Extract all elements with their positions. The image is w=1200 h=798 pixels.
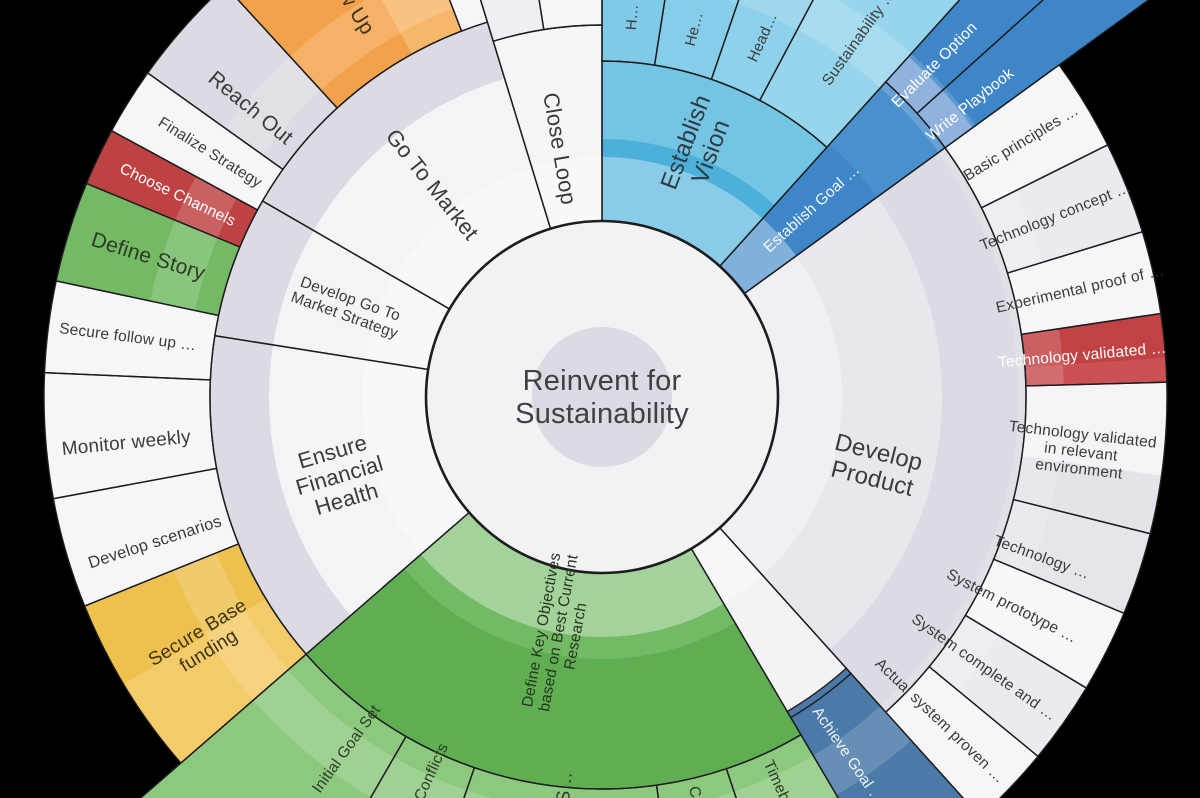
overlay-gtm-strategy-outer-band xyxy=(214,201,314,345)
wedge-outline-gtm-item-extra xyxy=(448,0,489,32)
wedge-close-loop[interactable] xyxy=(493,25,602,229)
wedge-trl-experimental-proof[interactable] xyxy=(1007,231,1161,335)
wedge-gtm-item-reach-out[interactable] xyxy=(147,0,338,170)
label-goal-item-s: S… xyxy=(552,770,576,798)
wedge-trl-basic-principles[interactable] xyxy=(945,64,1108,208)
wedge-close-loop-item-2[interactable] xyxy=(505,0,602,30)
wedge-trl-technology-demonstrated[interactable] xyxy=(993,499,1151,614)
wedge-outline-gtm-item-follow-up xyxy=(237,0,463,109)
wedge-gtm2-item-define-story[interactable] xyxy=(56,183,240,316)
wedge-gtm2-item-choose-channels[interactable] xyxy=(86,130,258,247)
wedge-outline-goal-item-initial-goal-set xyxy=(139,653,407,798)
overlay-funding-light-part xyxy=(123,598,307,764)
wedge-outline-close-loop-item-2 xyxy=(538,0,603,31)
wedge-trl-system-prototype[interactable] xyxy=(965,559,1124,688)
wedge-goal-item-initial-goal-set[interactable] xyxy=(134,654,406,798)
wedge-vision-item-head[interactable] xyxy=(711,0,893,101)
wedge-outline-goal-item-s xyxy=(463,766,660,798)
wedge-achieve-goal[interactable] xyxy=(787,668,1017,798)
wedge-fin-item-secure-follow-up[interactable] xyxy=(44,280,219,380)
wedge-outline-achieve-goal xyxy=(786,667,965,798)
center-blob-decoration xyxy=(532,327,672,467)
wedge-outline-vision-item-head xyxy=(710,0,814,102)
wedge-trl-system-complete[interactable] xyxy=(929,615,1087,757)
wedge-vision-item-sustainability[interactable] xyxy=(759,0,1017,148)
wedge-trl-actual-system-proven[interactable] xyxy=(885,666,1038,798)
wedge-fin-item-monitor-weekly[interactable] xyxy=(43,372,217,499)
svg-text:S…: S… xyxy=(552,770,576,798)
wedge-vision-item-h[interactable] xyxy=(602,0,699,66)
wedge-achieve-phase[interactable] xyxy=(691,527,851,718)
wedge-trl-technology-concept[interactable] xyxy=(981,144,1143,274)
wedge-close-loop-item-1[interactable] xyxy=(421,0,544,42)
overlay-objectives-inner-band xyxy=(404,512,735,660)
wedge-outline-vision-item-sustainability xyxy=(758,0,961,149)
wedge-outline-goal-item-conflicts xyxy=(369,735,476,798)
wedge-goal-item-write-playbook[interactable] xyxy=(917,0,1184,148)
wedge-goal-item-s[interactable] xyxy=(400,767,688,798)
wedge-gtm-item-finalize-strategy[interactable] xyxy=(111,72,283,210)
wedge-shade-overlays xyxy=(123,0,1167,764)
overlay-validated-lab-edge xyxy=(1024,357,1167,386)
overlay-vision-outer-band xyxy=(602,61,827,206)
wedge-outline-vision-item-h xyxy=(601,0,666,66)
label-vision-item-h: H… xyxy=(622,3,641,30)
overlay-follow-up-light-part xyxy=(381,0,462,55)
wedge-outline-vision-item-hea xyxy=(653,0,740,81)
overlay-gtm-outer-band xyxy=(262,22,505,231)
overlay-relevant-env-right xyxy=(1013,456,1162,534)
wedge-goal-item-conflicts[interactable] xyxy=(292,736,475,798)
overlay-product-inner-band xyxy=(719,197,943,650)
wedge-fin-item-develop-scenarios[interactable] xyxy=(53,468,239,607)
wedge-goal-item-co[interactable] xyxy=(656,768,799,798)
svg-text:H…: H… xyxy=(622,3,641,30)
wedge-outline-goal-item-co xyxy=(655,767,737,798)
overlay-financial-outer-band xyxy=(210,335,351,655)
wedge-go-to-market[interactable] xyxy=(262,22,551,309)
wedge-outline-close-loop-item-1 xyxy=(479,0,545,43)
wedge-outline-goal-item-timebox xyxy=(725,733,840,798)
